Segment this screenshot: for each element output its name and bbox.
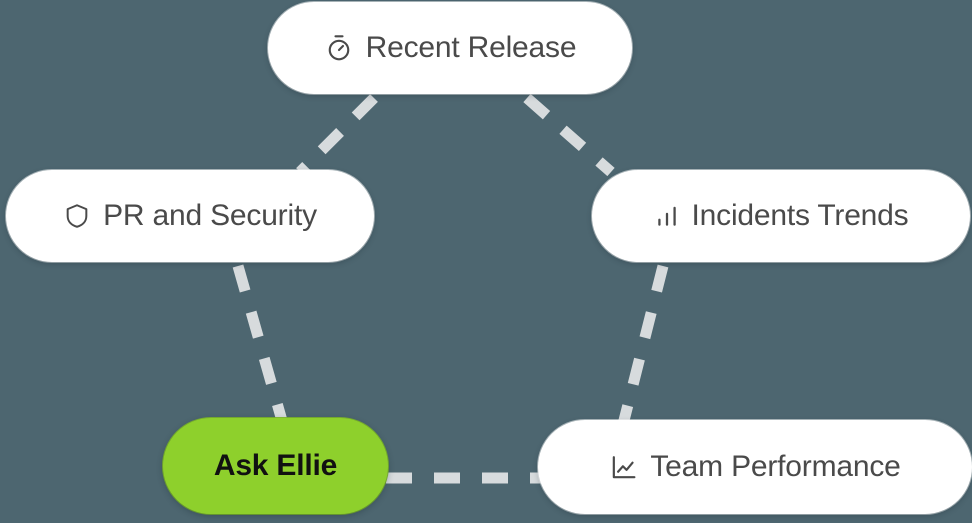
- stopwatch-icon: [324, 33, 354, 63]
- edge-recent-release-to-incidents-trends: [523, 93, 615, 177]
- node-label: PR and Security: [103, 199, 317, 232]
- line-chart-icon: [609, 453, 638, 482]
- node-team-performance[interactable]: Team Performance: [538, 420, 972, 514]
- node-label: Recent Release: [365, 31, 577, 64]
- node-label: Team Performance: [650, 450, 901, 483]
- node-ask-ellie[interactable]: Ask Ellie: [163, 418, 388, 514]
- node-incidents-trends[interactable]: Incidents Trends: [592, 170, 970, 262]
- node-label: Ask Ellie: [213, 449, 338, 482]
- bar-chart-icon: [654, 203, 680, 229]
- shield-icon: [63, 202, 91, 230]
- node-pr-security[interactable]: PR and Security: [6, 170, 374, 262]
- node-label: Incidents Trends: [691, 199, 909, 232]
- node-recent-release[interactable]: Recent Release: [268, 2, 632, 94]
- edge-recent-release-to-pr-security: [296, 94, 378, 176]
